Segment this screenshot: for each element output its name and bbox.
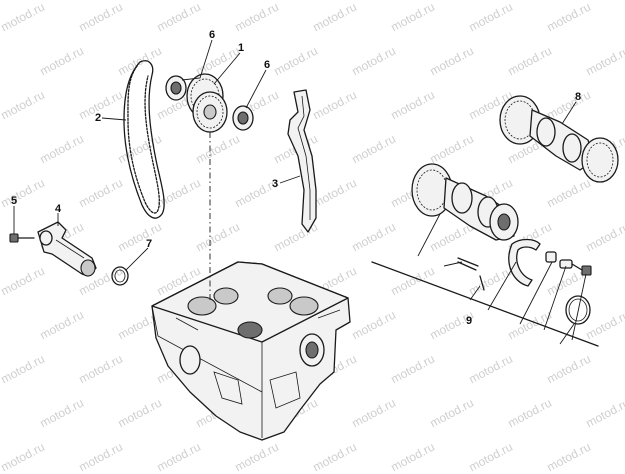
callout-chain-guide: 3	[271, 178, 279, 190]
camshaft-upper	[499, 95, 619, 183]
oil-seal-left	[165, 75, 187, 101]
tensioner-bolt	[9, 233, 35, 243]
cylinder-head	[151, 261, 351, 441]
camshaft-lower	[411, 163, 519, 241]
callout-bolt: 5	[10, 195, 18, 207]
callout-camshaft: 8	[574, 91, 582, 103]
callout-timing-chain: 2	[94, 112, 102, 124]
chain-guide	[287, 89, 317, 233]
callout-idler-sprocket: 1	[237, 42, 245, 54]
callout-tensioner: 4	[54, 203, 62, 215]
idler-sprocket	[186, 73, 228, 133]
oil-seal-right	[232, 105, 254, 131]
timing-chain	[123, 60, 165, 219]
callout-repair-kit: 9	[465, 315, 473, 327]
chain-tensioner	[37, 221, 97, 277]
o-ring	[111, 266, 129, 286]
callout-o-ring: 7	[145, 238, 153, 250]
leader-lines	[13, 39, 587, 345]
callout-oil-seal-right: 6	[263, 59, 271, 71]
repair-kit	[371, 238, 599, 347]
callout-oil-seal-left: 6	[208, 29, 216, 41]
